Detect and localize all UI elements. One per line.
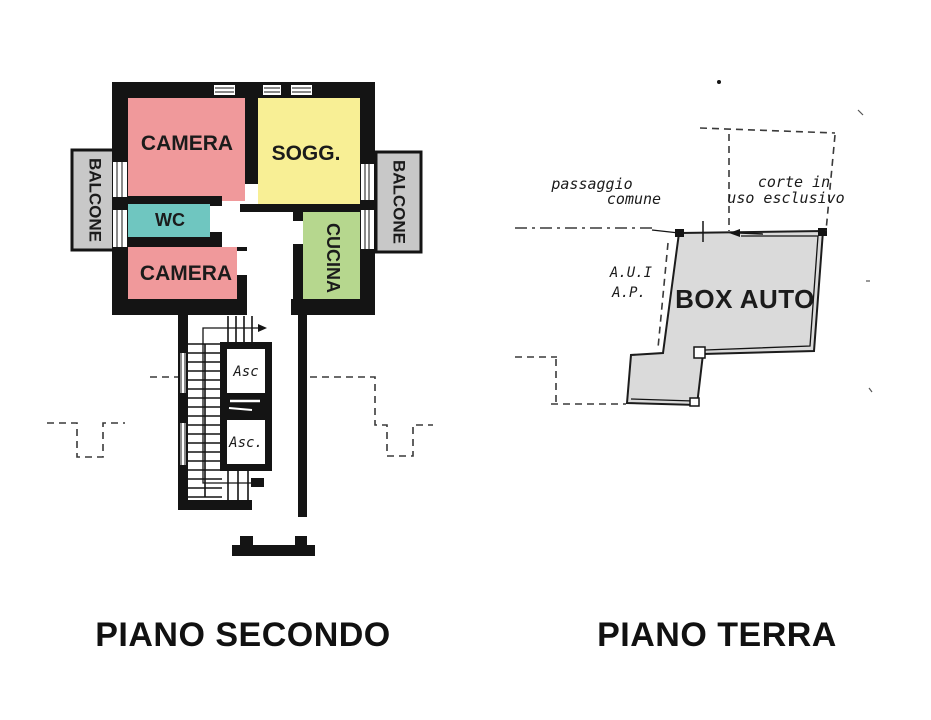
balcony-right: BALCONE (374, 150, 423, 254)
balcony-left-area (70, 148, 120, 252)
entrance-arrow (729, 229, 740, 237)
room-camera-top (128, 96, 245, 201)
door-openings (210, 206, 303, 275)
rooms (128, 96, 361, 300)
label-wc: WC (155, 210, 185, 230)
piano-secondo-plan: BALCONE BALCONE (47, 82, 433, 556)
dashed-boundaries-right (515, 80, 873, 405)
label-camera-bottom: CAMERA (140, 262, 232, 285)
elevator-bottom-cab (227, 420, 265, 464)
caption-piano-secondo: PIANO SECONDO (95, 616, 391, 654)
entrance-step (232, 536, 315, 556)
annotation-passaggio-line1: passaggio (550, 175, 632, 193)
room-cucina (303, 212, 361, 300)
balcony-left-label: BALCONE (86, 158, 105, 242)
elevator-top-cab (227, 349, 265, 393)
elevator-top-label: Asc (232, 364, 258, 380)
balcony-right-area (374, 150, 423, 254)
annotation-corte-line2: uso esclusivo (727, 189, 844, 207)
stair-direction-line (202, 327, 258, 484)
room-wc (128, 201, 210, 237)
annotation-corte-line1: corte in (758, 173, 830, 191)
room-soggiorno (258, 96, 361, 204)
annotation-ap: A.P. (611, 285, 646, 301)
stair-treads (188, 316, 253, 500)
caption-piano-terra: PIANO TERRA (597, 616, 837, 654)
label-soggiorno: SOGG. (272, 142, 341, 165)
balcony-right-label: BALCONE (390, 160, 409, 244)
elevator-bottom-label: Asc. (228, 435, 263, 451)
scan-dot (717, 80, 721, 84)
piano-terra-plan: passaggio comune corte in uso esclusivo … (515, 80, 873, 407)
label-cucina: CUCINA (323, 223, 343, 293)
garage-area (625, 229, 825, 407)
windows (113, 85, 374, 249)
garage-wall-lines (630, 221, 827, 407)
label-camera-top: CAMERA (141, 132, 233, 155)
annotation-passaggio-line2: comune (607, 190, 661, 208)
elevator-shafts: Asc Asc. (220, 342, 272, 471)
annotation-aui: A.U.I (609, 265, 653, 281)
stair-direction-arrow (258, 324, 267, 332)
label-box-auto: BOX AUTO (675, 284, 815, 314)
annotations: passaggio comune corte in uso esclusivo … (550, 173, 844, 301)
balcony-left: BALCONE (70, 148, 120, 252)
stairwell: Asc Asc. (178, 315, 307, 517)
room-camera-bottom (128, 247, 238, 300)
scan-specks (857, 109, 873, 393)
dashed-outlines-left (47, 376, 433, 458)
